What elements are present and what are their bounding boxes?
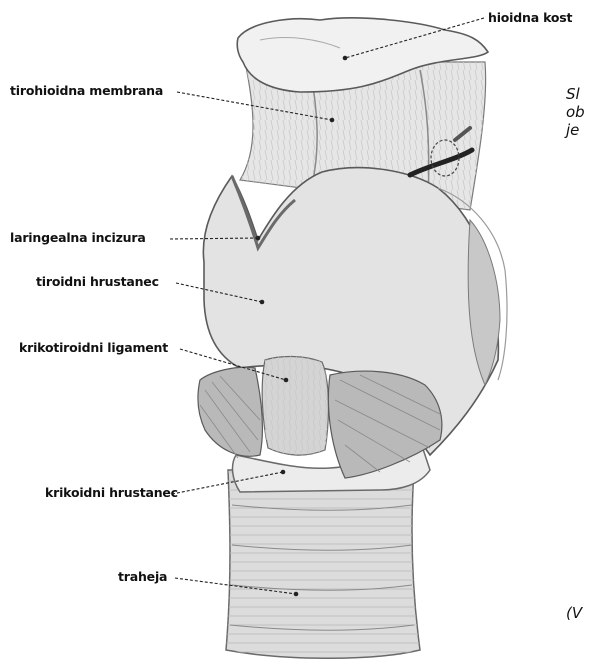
caption-line-1: Sl <box>566 85 580 103</box>
label-cricothyroid-ligament: krikotiroidni ligament <box>19 340 168 355</box>
cricothyroid-muscle-left <box>198 367 263 458</box>
label-thyrohyoid-membrane: tirohioidna membrana <box>10 83 163 98</box>
caption-source: (V <box>566 604 582 622</box>
trachea <box>226 470 420 658</box>
label-cricoid-cartilage: krikoidni hrustanec <box>45 485 178 500</box>
label-laryngeal-notch: laringealna incizura <box>10 230 146 245</box>
caption-line-3: je <box>566 121 579 139</box>
caption-line-2: ob <box>566 103 585 121</box>
label-hyoid-bone: hioidna kost <box>488 10 572 25</box>
cricothyroid-ligament <box>262 356 328 455</box>
label-trachea: traheja <box>118 569 167 584</box>
label-thyroid-cartilage: tiroidni hrustanec <box>36 274 159 289</box>
